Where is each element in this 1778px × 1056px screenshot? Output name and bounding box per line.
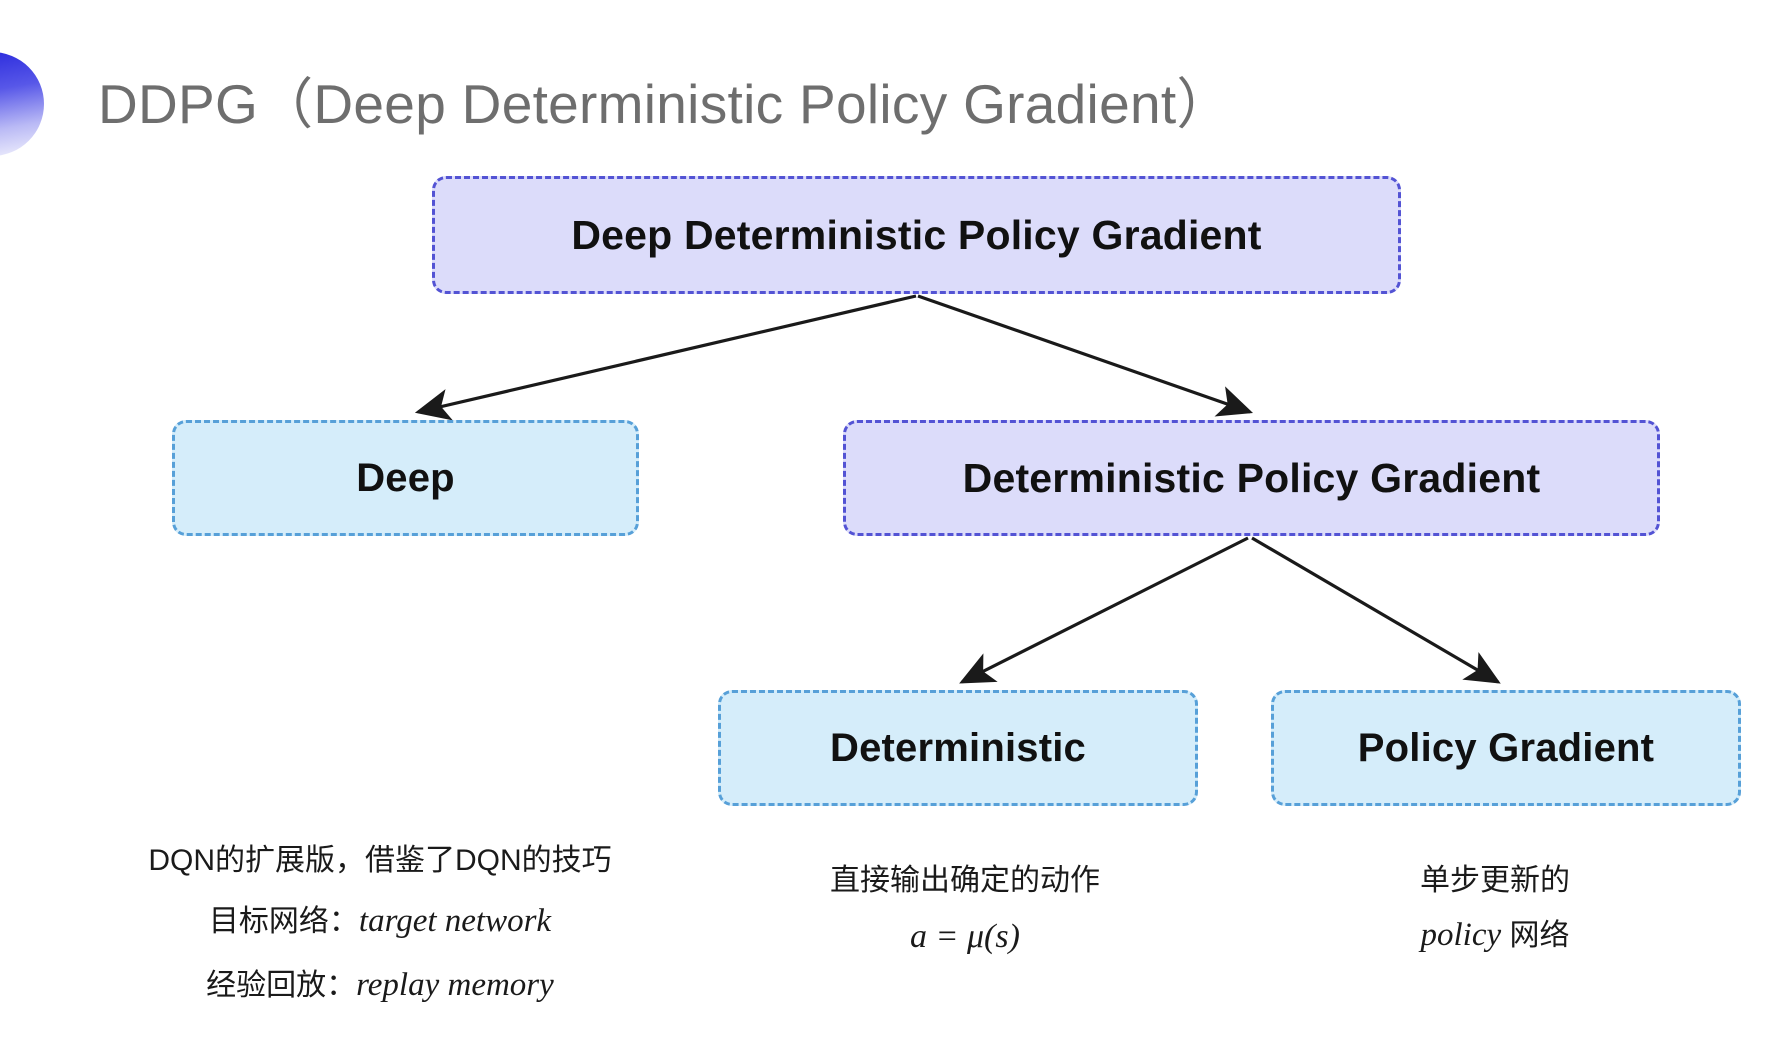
annotation-deep-line-2-term: target network — [358, 903, 552, 939]
annotation-deep-line-2: 目标网络：target network — [100, 897, 660, 947]
annotation-deep-line-3: 经验回放：replay memory — [100, 961, 660, 1011]
annotation-policy-gradient-term: policy — [1420, 917, 1502, 953]
annotation-policy-gradient: 单步更新的 policy 网络 — [1330, 858, 1660, 969]
tree-node-policy-gradient[interactable]: Policy Gradient — [1271, 690, 1741, 806]
page-title: DDPG（Deep Deterministic Policy Gradient） — [98, 73, 1232, 135]
annotation-deep-line-1: DQN的扩展版，借鉴了DQN的技巧 — [148, 844, 612, 877]
arrow-root-to-dpg — [917, 294, 1254, 417]
annotation-deep-line-3-term: replay memory — [356, 966, 554, 1003]
tree-node-deep-deterministic-policy-gradient[interactable]: Deep Deterministic Policy Gradient — [432, 176, 1401, 294]
arrow-root-to-deep — [414, 294, 917, 421]
tree-node-deterministic-policy-gradient[interactable]: Deterministic Policy Gradient — [843, 420, 1660, 536]
tree-node-label: Deterministic — [829, 725, 1087, 770]
annotation-deep: DQN的扩展版，借鉴了DQN的技巧 目标网络：target network 经验… — [100, 838, 660, 1024]
arrow-dpg-to-policy-gradient — [1251, 536, 1501, 684]
arrow-dpg-to-deterministic — [959, 536, 1249, 684]
tree-node-deep[interactable]: Deep — [172, 420, 639, 536]
annotation-policy-gradient-line-2: policy 网络 — [1330, 911, 1660, 961]
tree-node-label: Deep — [356, 455, 455, 500]
tree-node-label: Deterministic Policy Gradient — [962, 454, 1541, 501]
annotation-deterministic-formula: a = μ(s) — [910, 918, 1020, 955]
tree-node-deterministic[interactable]: Deterministic — [718, 690, 1198, 806]
title-accent-semicircle-icon — [0, 52, 44, 156]
annotation-deep-line-3-label: 经验回放： — [206, 968, 357, 1002]
annotation-deep-line-2-label: 目标网络： — [208, 905, 359, 938]
tree-node-label: Deep Deterministic Policy Gradient — [571, 211, 1262, 258]
annotation-deterministic-line-1: 直接输出确定的动作 — [830, 864, 1100, 897]
annotation-deterministic: 直接输出确定的动作 a = μ(s) — [745, 858, 1185, 970]
tree-node-label: Policy Gradient — [1357, 725, 1655, 770]
annotation-policy-gradient-suffix: 网络 — [1501, 919, 1570, 952]
annotation-policy-gradient-line-1: 单步更新的 — [1420, 864, 1570, 897]
